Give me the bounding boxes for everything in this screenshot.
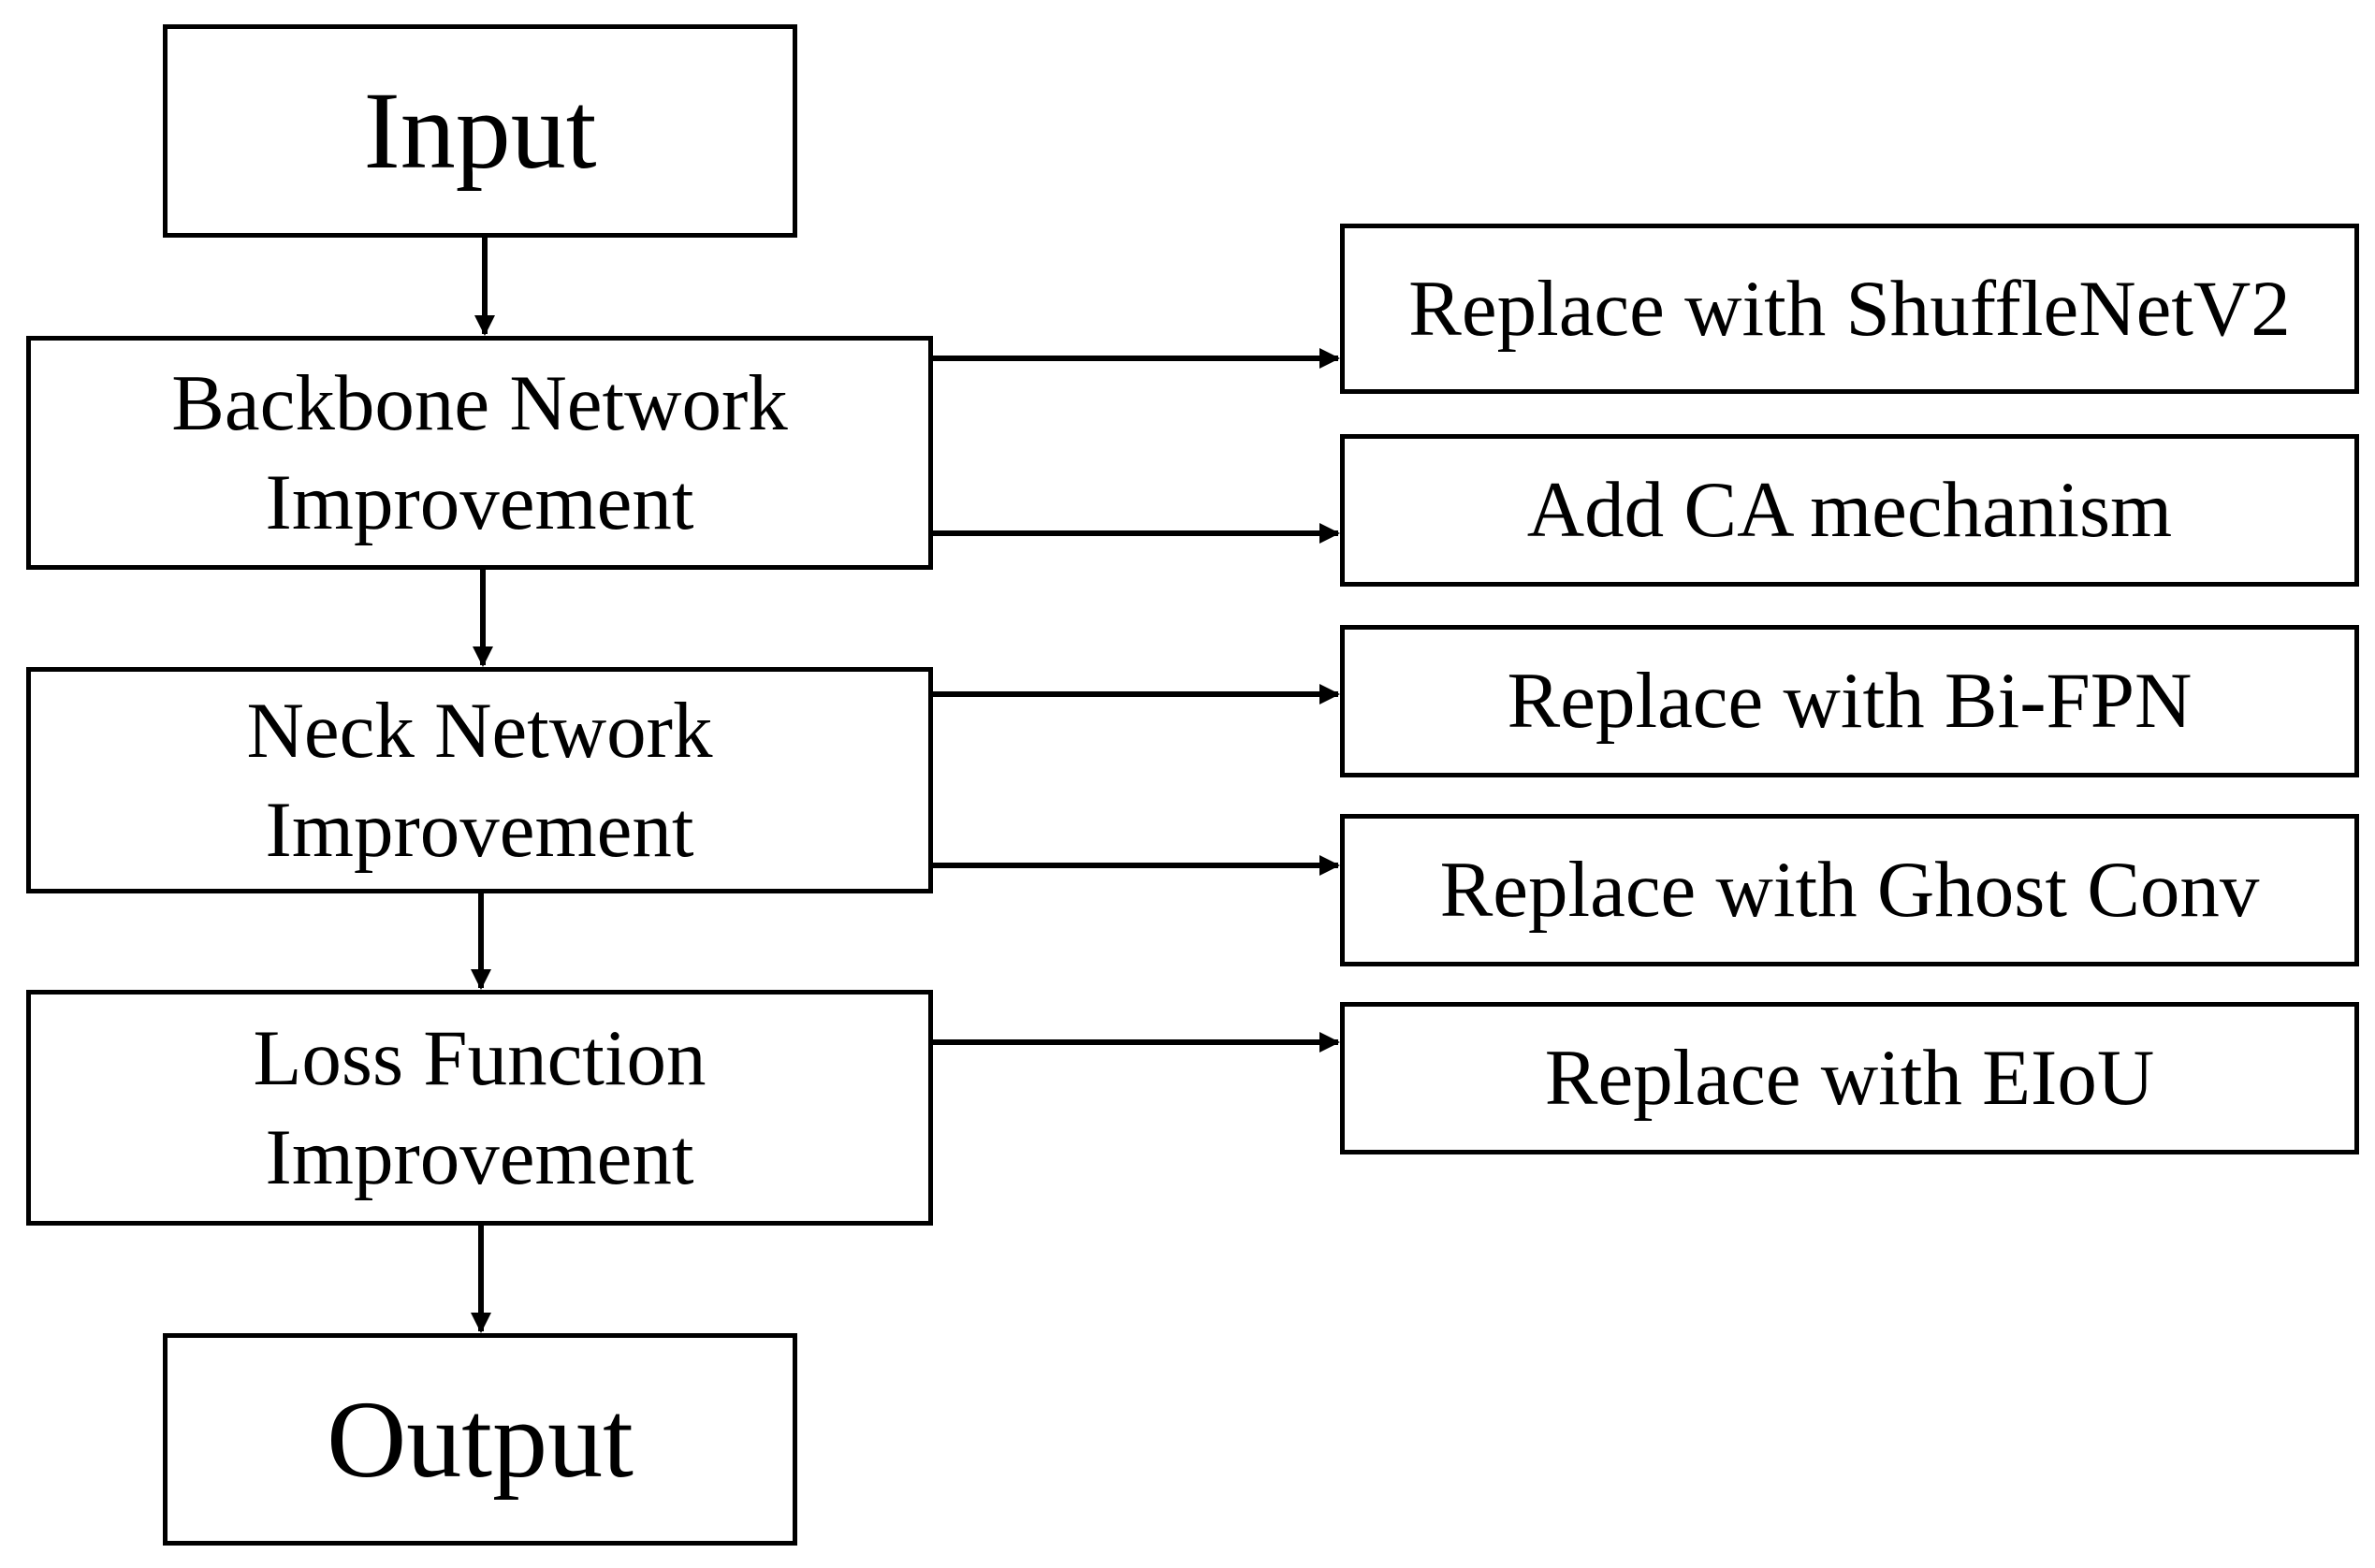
loss-improvement-node: Loss Function Improvement — [26, 990, 933, 1226]
shufflenet-label: Replace with ShuffleNetV2 — [1408, 264, 2291, 353]
backbone-label-line1: Backbone Network — [171, 358, 788, 447]
ca-label: Add CA mechanism — [1526, 466, 2173, 555]
neck-improvement-node: Neck Network Improvement — [26, 667, 933, 893]
backbone-improvement-node: Backbone Network Improvement — [26, 336, 933, 570]
loss-label-line1: Loss Function — [253, 1013, 707, 1102]
ghost-label: Replace with Ghost Conv — [1439, 846, 2260, 935]
output-label: Output — [327, 1377, 634, 1501]
shufflenet-node: Replace with ShuffleNetV2 — [1340, 224, 2359, 394]
bifpn-label: Replace with Bi-FPN — [1507, 657, 2193, 746]
bifpn-node: Replace with Bi-FPN — [1340, 625, 2359, 777]
ghost-conv-node: Replace with Ghost Conv — [1340, 814, 2359, 966]
neck-label-line1: Neck Network — [246, 686, 713, 775]
ca-mechanism-node: Add CA mechanism — [1340, 434, 2359, 587]
backbone-label-line2: Improvement — [265, 458, 694, 546]
loss-label-line2: Improvement — [265, 1113, 694, 1201]
eiou-node: Replace with EIoU — [1340, 1002, 2359, 1154]
neck-label-line2: Improvement — [265, 786, 694, 874]
input-node: Input — [163, 24, 797, 238]
output-node: Output — [163, 1333, 797, 1546]
input-label: Input — [363, 69, 597, 193]
eiou-label: Replace with EIoU — [1544, 1034, 2155, 1123]
